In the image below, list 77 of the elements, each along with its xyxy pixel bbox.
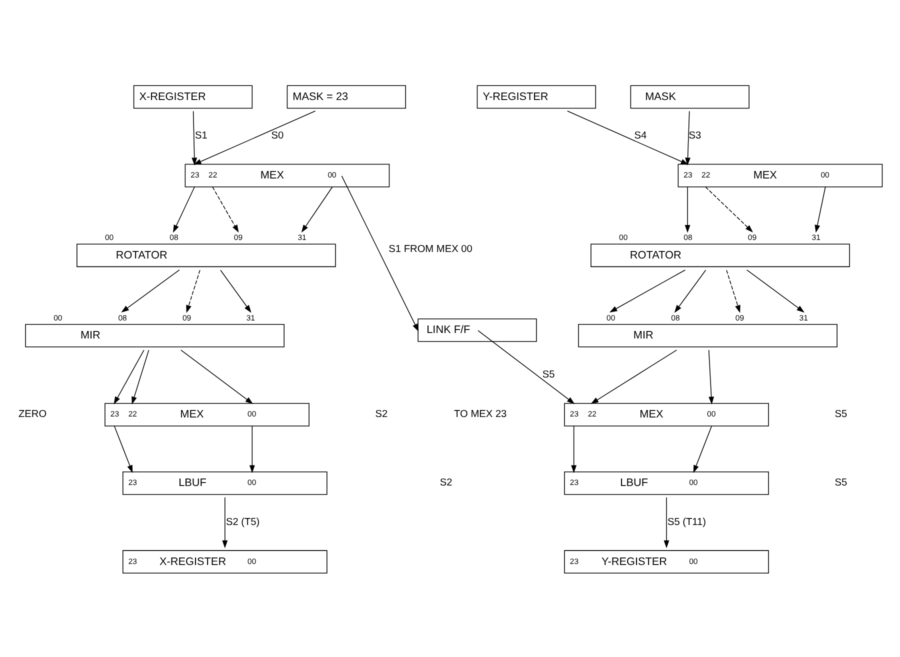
label: S5 (834, 476, 848, 488)
arrow (341, 175, 419, 332)
label: S2 (375, 408, 388, 420)
node-box: 23 22 MEX 00 (564, 402, 769, 426)
arrow (814, 186, 826, 232)
label: S5 (834, 408, 848, 420)
node-box: 23 LBUF 00 (122, 471, 328, 494)
node-box: ROTATOR (590, 243, 850, 267)
node-label: 08 (118, 312, 127, 322)
arrow (193, 110, 316, 164)
arrow (567, 110, 689, 164)
node-box: X-REGISTER (133, 84, 253, 108)
label: ZERO (18, 408, 47, 420)
edge-label: S4 (634, 130, 647, 141)
node-box: 23 LBUF 00 (564, 471, 769, 494)
node-label: 09 (182, 312, 192, 322)
node-box: MIR (578, 323, 838, 347)
arrow (664, 496, 670, 548)
edge-label: S1 FROM MEX 00 (388, 244, 472, 255)
node-label: 08 (684, 232, 692, 242)
node-box: MASK (630, 84, 750, 108)
node-box: 23 22 MEX 00 (678, 163, 883, 187)
arrow (674, 269, 706, 312)
node-label: 00 (104, 232, 114, 242)
node-label: 08 (170, 232, 178, 242)
arrow (590, 349, 678, 404)
arrow (301, 186, 333, 232)
arrow (114, 349, 144, 404)
arrow (746, 269, 805, 312)
node-box: MIR (25, 323, 284, 347)
edge-label: S5 (542, 369, 555, 380)
node-label: 31 (298, 232, 306, 242)
node-box: 23 X-REGISTER 00 (122, 550, 328, 574)
arrow (478, 330, 575, 404)
node-box: LINK F/F (418, 318, 537, 342)
edge-label: S0 (271, 130, 284, 141)
arrow (609, 269, 686, 312)
arrow (220, 269, 252, 312)
arrow (222, 496, 228, 548)
node-label: 08 (671, 312, 680, 322)
arrow (693, 425, 712, 473)
label: TO MEX 23 (454, 408, 507, 420)
arrow (180, 349, 254, 404)
node-label: 09 (234, 232, 243, 242)
arrow (708, 349, 714, 404)
arrow (705, 186, 754, 232)
node-label: 00 (619, 232, 628, 242)
arrow (685, 110, 690, 165)
arrow (684, 186, 690, 232)
node-label: 09 (735, 312, 744, 322)
arrow (132, 349, 150, 404)
arrow (121, 269, 180, 312)
arrow (192, 110, 198, 165)
node-box: 23 22 MEX 00 (184, 163, 390, 187)
edge-label: S1 (194, 130, 208, 141)
node-label: 31 (246, 312, 255, 322)
node-label: 31 (812, 232, 820, 242)
edge-label: S3 (688, 130, 702, 141)
arrow (726, 269, 740, 312)
node-box: 23 Y-REGISTER 00 (564, 550, 769, 574)
node-box: MASK = 23 (286, 84, 406, 108)
arrow (212, 186, 239, 232)
arrow (571, 425, 577, 473)
node-box: ROTATOR (76, 243, 336, 267)
label: S2 (440, 476, 452, 488)
edge-label: S5 (T11) (667, 516, 706, 528)
arrow (186, 269, 200, 312)
arrow (114, 425, 133, 473)
node-label: 31 (799, 312, 808, 322)
arrow (173, 186, 195, 232)
edge-label: S2 (T5) (226, 516, 260, 528)
node-label: 00 (606, 312, 616, 322)
node-label: 00 (54, 312, 62, 322)
node-box: 23 22 MEX 00 (104, 402, 310, 426)
arrow (249, 425, 255, 473)
node-box: Y-REGISTER (476, 84, 596, 108)
node-label: 09 (748, 232, 757, 242)
